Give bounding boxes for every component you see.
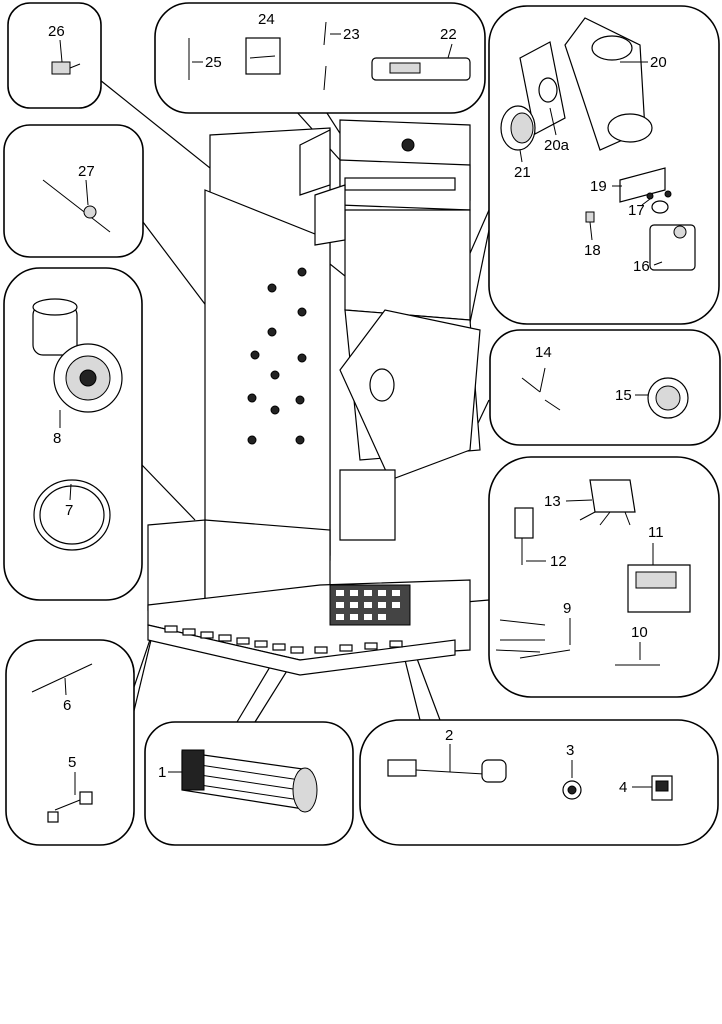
callout-5-6: 6 5 xyxy=(5,639,135,846)
label-13: 13 xyxy=(544,493,561,510)
label-19: 19 xyxy=(590,178,607,195)
label-3: 3 xyxy=(566,742,574,759)
label-8: 8 xyxy=(53,430,61,447)
label-24: 24 xyxy=(258,11,275,28)
part-22-control-panel xyxy=(371,57,471,81)
part-6-cable xyxy=(31,663,93,693)
part-12-connector xyxy=(514,507,534,539)
callout-27: 27 xyxy=(3,124,144,258)
label-23: 23 xyxy=(343,26,360,43)
part-27-probe xyxy=(42,179,111,233)
appliance-body xyxy=(99,79,490,723)
part-13-relay xyxy=(589,479,636,513)
base-slots xyxy=(164,625,403,654)
callout-2-4: 2 3 4 xyxy=(359,719,719,846)
panel-holes xyxy=(247,267,307,445)
label-12: 12 xyxy=(550,553,567,570)
part-2-plug xyxy=(387,759,417,777)
part-9-wire-set xyxy=(495,619,571,659)
callout-7-8: 8 7 xyxy=(3,267,143,601)
label-11: 11 xyxy=(648,524,664,541)
label-21: 21 xyxy=(514,164,531,181)
label-20a: 20a xyxy=(544,137,570,154)
part-16-motor xyxy=(649,224,696,271)
label-9: 9 xyxy=(563,600,571,617)
label-17: 17 xyxy=(628,202,645,219)
callout-1: 1 xyxy=(144,721,354,846)
part-26-sensor xyxy=(51,61,71,75)
label-10: 10 xyxy=(631,624,648,641)
label-4: 4 xyxy=(619,779,627,796)
label-5: 5 xyxy=(68,754,76,771)
label-18: 18 xyxy=(584,242,601,259)
part-5-sensor xyxy=(79,791,93,805)
label-14: 14 xyxy=(535,344,552,361)
label-7: 7 xyxy=(65,502,73,519)
part-18-screw xyxy=(585,211,595,223)
label-15: 15 xyxy=(615,387,632,404)
label-26: 26 xyxy=(48,23,65,40)
label-27: 27 xyxy=(78,163,95,180)
callout-9-13: 13 12 11 9 10 xyxy=(488,456,720,698)
label-2: 2 xyxy=(445,727,453,744)
callout-16-21: 20 20a 21 19 17 18 16 xyxy=(488,5,720,325)
part-19-bracket xyxy=(619,167,666,203)
label-1: 1 xyxy=(158,764,166,781)
callout-22-25: 24 25 23 22 xyxy=(154,2,486,114)
label-16: 16 xyxy=(633,258,650,275)
label-6: 6 xyxy=(63,697,71,714)
part-14-pin xyxy=(521,377,541,393)
callout-14-15: 14 15 xyxy=(489,329,721,446)
label-20: 20 xyxy=(650,54,667,71)
label-25: 25 xyxy=(205,54,222,71)
floor-grid xyxy=(329,584,411,626)
callout-26: 26 xyxy=(7,2,102,109)
label-22: 22 xyxy=(440,26,457,43)
